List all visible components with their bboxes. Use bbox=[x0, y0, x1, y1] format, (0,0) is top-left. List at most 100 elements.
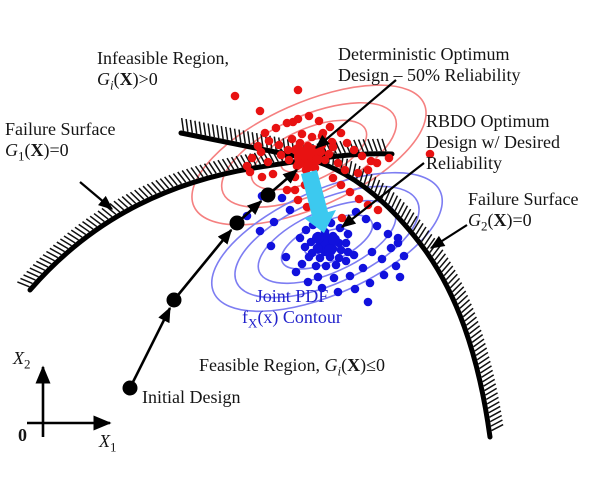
hatch-tick bbox=[489, 414, 503, 423]
hatch-tick bbox=[78, 223, 90, 233]
hatch-tick bbox=[194, 120, 198, 134]
x1-axis-label: X1 bbox=[99, 431, 117, 455]
hatch-tick bbox=[17, 281, 30, 288]
red-sample-dot bbox=[253, 141, 263, 151]
hatch-tick bbox=[470, 329, 482, 339]
hatch-tick bbox=[23, 274, 36, 281]
hatch-tick bbox=[406, 212, 415, 225]
red-sample-dot bbox=[271, 123, 281, 133]
blue-sample-dot bbox=[383, 229, 393, 239]
hatch-tick bbox=[226, 157, 235, 170]
hatch-tick bbox=[129, 191, 141, 202]
hatch-tick bbox=[229, 127, 233, 141]
red-sample-dot bbox=[354, 194, 364, 204]
g1-formula: G1(X)=0 bbox=[5, 140, 69, 164]
hatch-tick bbox=[357, 139, 365, 152]
hatch-tick bbox=[32, 264, 46, 271]
g2-formula: G2(X)=0 bbox=[468, 210, 532, 234]
pdf-contour-ellipse bbox=[210, 171, 444, 313]
red-sample-dot bbox=[342, 138, 352, 148]
hatch-tick bbox=[113, 200, 125, 211]
hatch-tick bbox=[121, 196, 133, 207]
blue-sample-dot bbox=[329, 273, 339, 283]
blue-sample-dot bbox=[336, 245, 346, 255]
hatch-tick bbox=[85, 218, 98, 228]
hatch-tick bbox=[487, 401, 500, 409]
hatch-tick bbox=[485, 392, 498, 401]
hatch-tick bbox=[89, 215, 101, 225]
red-sample-dot bbox=[284, 155, 294, 165]
hatch-tick bbox=[377, 182, 384, 196]
hatch-tick bbox=[46, 250, 59, 259]
hatch-tick bbox=[481, 369, 494, 378]
hatch-tick bbox=[412, 219, 421, 232]
hatch-tick bbox=[238, 129, 242, 143]
design-iterate-dot bbox=[260, 187, 276, 203]
hatch-tick bbox=[403, 208, 412, 221]
optimization-path-segment bbox=[172, 228, 233, 301]
hatch-tick bbox=[486, 396, 499, 405]
hatch-tick bbox=[397, 202, 405, 215]
failure-surface-g2-label: Failure Surface G2(X)=0 bbox=[468, 189, 579, 234]
hatch-tick bbox=[447, 273, 458, 285]
red-sample-dot bbox=[328, 173, 338, 183]
red-sample-dot bbox=[363, 165, 373, 175]
red-sample-dot bbox=[264, 136, 274, 146]
hatch-tick bbox=[20, 277, 33, 285]
hatch-tick bbox=[168, 174, 178, 186]
hatch-tick bbox=[198, 121, 202, 135]
red-sample-dot bbox=[336, 180, 346, 190]
blue-sample-dot bbox=[304, 252, 314, 262]
coordinate-axes bbox=[27, 365, 112, 437]
failure-surface-g1-label: Failure Surface G1(X)=0 bbox=[5, 119, 116, 164]
hatch-tick bbox=[138, 187, 149, 198]
red-sample-dot bbox=[340, 165, 350, 175]
red-sample-dot bbox=[276, 150, 286, 160]
hatch-tick bbox=[394, 198, 402, 212]
blue-cluster-center bbox=[324, 244, 336, 256]
hatch-tick bbox=[465, 316, 477, 326]
hatch-tick bbox=[36, 260, 49, 268]
deterministic-optimum-label: Deterministic Optimum Design – 50% Relia… bbox=[338, 44, 521, 85]
hatch-tick bbox=[180, 117, 185, 132]
blue-sample-dot bbox=[331, 260, 341, 270]
hatch-tick bbox=[199, 164, 209, 177]
red-sample-dot bbox=[255, 106, 265, 116]
hatch-tick bbox=[212, 160, 222, 173]
initial-design-label: Initial Design bbox=[142, 387, 241, 407]
hatch-tick bbox=[462, 307, 474, 318]
hatch-tick bbox=[146, 183, 157, 195]
blue-sample-dot bbox=[365, 278, 375, 288]
hatch-tick bbox=[421, 230, 430, 242]
red-sample-dot bbox=[293, 195, 303, 205]
red-sample-dot bbox=[257, 172, 267, 182]
red-sample-dot bbox=[384, 153, 394, 163]
red-sample-dot bbox=[245, 167, 255, 177]
hatch-tick bbox=[474, 342, 486, 352]
blue-sample-dot bbox=[277, 193, 287, 203]
hatch-tick bbox=[457, 294, 469, 305]
hatch-tick bbox=[387, 192, 395, 205]
blue-sample-dot bbox=[393, 233, 403, 243]
red-sample-dot bbox=[425, 149, 435, 159]
hatch-tick bbox=[59, 238, 72, 247]
hatch-tick bbox=[42, 254, 55, 262]
red-sample-dot bbox=[297, 129, 307, 139]
red-cluster-center bbox=[292, 144, 304, 156]
hatch-tick bbox=[26, 270, 39, 278]
hatch-tick bbox=[367, 174, 373, 187]
hatch-tick bbox=[381, 138, 387, 152]
blue-sample-dot bbox=[334, 253, 344, 263]
hatch-tick bbox=[230, 156, 239, 169]
red-sample-dot bbox=[372, 158, 382, 168]
blue-sample-dot bbox=[311, 261, 321, 271]
red-sample-dot bbox=[274, 140, 284, 150]
hatch-tick bbox=[418, 226, 427, 239]
hatch-tick bbox=[475, 347, 488, 357]
red-sample-dot bbox=[263, 157, 273, 167]
blue-sample-dot bbox=[300, 242, 310, 252]
hatch-tick bbox=[370, 176, 377, 190]
hatch-tick bbox=[208, 162, 217, 174]
hatch-tick bbox=[455, 290, 467, 301]
